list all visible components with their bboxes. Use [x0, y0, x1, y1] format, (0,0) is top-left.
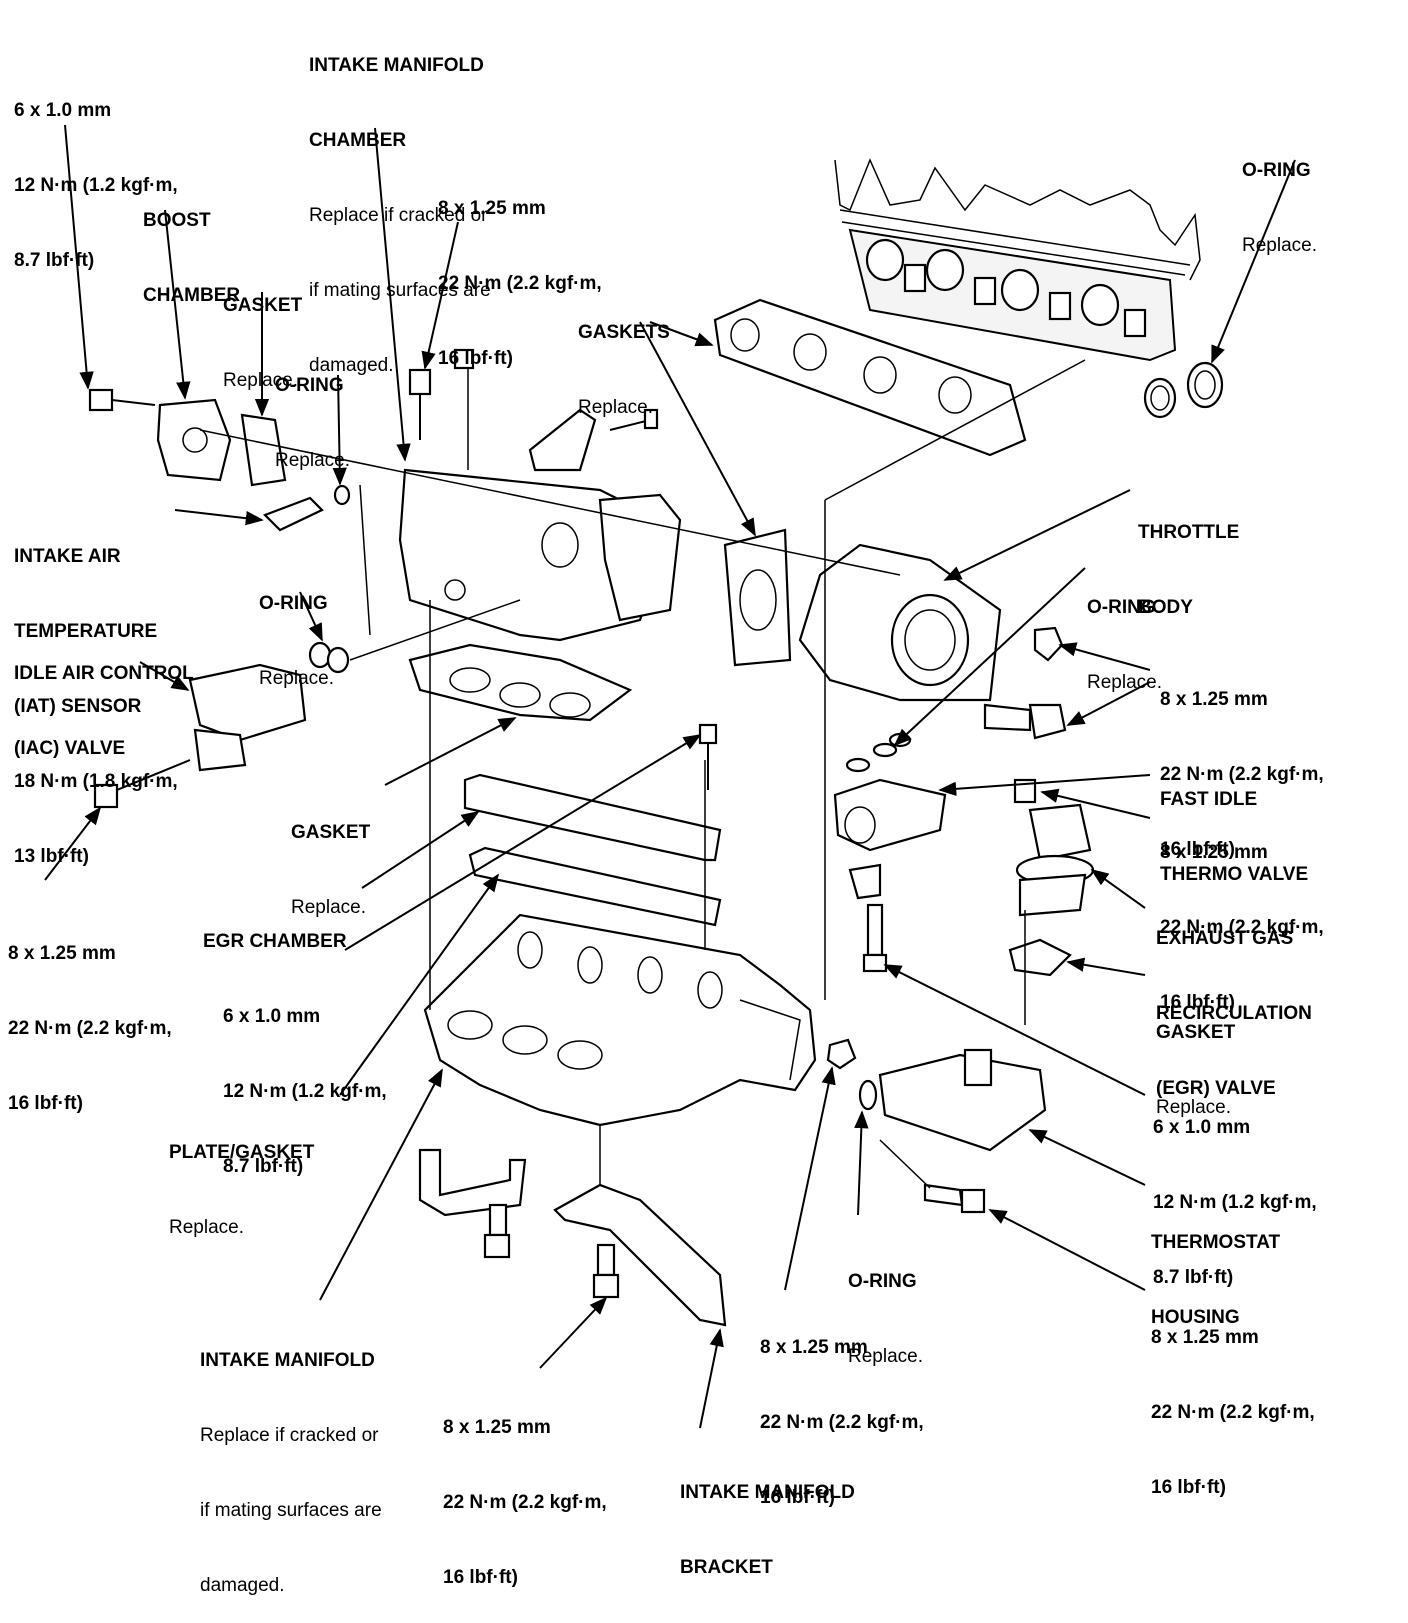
- boost-chamber-artwork: [88, 388, 287, 487]
- label-thermostat-housing: THERMOSTAT HOUSING: [1151, 1232, 1281, 1328]
- label-fast-idle-thermo-valve: FAST IDLE THERMO VALVE: [1160, 789, 1309, 885]
- bolt-spec-bottom-left: 8 x 1.25 mm 22 N·m (2.2 kgf·m, 16 lbf·ft…: [443, 1417, 607, 1588]
- o-ring-right-artwork: [1143, 361, 1224, 419]
- thermostat-housing-artwork: [826, 1038, 1047, 1214]
- bolt-spec-right-mid: 6 x 1.0 mm 12 N·m (1.2 kgf·m, 8.7 lbf·ft…: [1153, 1117, 1317, 1288]
- egr-valve-artwork: [1008, 778, 1095, 977]
- exploded-parts-diagram: 6 x 1.0 mm 12 N·m (1.2 kgf·m, 8.7 lbf·ft…: [8, 55, 1324, 1596]
- label-intake-manifold: INTAKE MANIFOLD Replace if cracked or if…: [200, 1350, 382, 1596]
- leader-arrows: [44, 124, 1296, 1429]
- cylinder-head: [834, 158, 1201, 362]
- gasket-middle-artwork: [408, 643, 633, 722]
- label-intake-manifold-bracket: INTAKE MANIFOLD BRACKET: [680, 1482, 855, 1578]
- label-o-ring-throttle: O-RING Replace.: [1087, 597, 1162, 693]
- diagram-artwork: [44, 124, 1296, 1429]
- intake-manifold-artwork: [423, 913, 817, 1127]
- bolt-spec-bottom-mid: 8 x 1.25 mm 22 N·m (2.2 kgf·m, 16 lbf·ft…: [760, 1337, 924, 1508]
- label-gasket-top: GASKET Replace.: [223, 295, 303, 391]
- label-gasket-egr: GASKET Replace.: [1156, 1022, 1236, 1118]
- bolt-spec-boost: 6 x 1.0 mm 12 N·m (1.2 kgf·m, 8.7 lbf·ft…: [14, 100, 178, 271]
- fast-idle-valve-artwork: [833, 732, 947, 973]
- gaskets-artwork: [713, 298, 1027, 667]
- label-gaskets: GASKETS Replace.: [578, 322, 670, 418]
- label-o-ring-iac: O-RING Replace.: [259, 593, 334, 689]
- label-o-ring-bottom: O-RING Replace.: [848, 1271, 923, 1367]
- brackets-artwork: [418, 1148, 727, 1327]
- label-gasket-middle: GASKET Replace.: [291, 822, 371, 918]
- throttle-body-artwork: [798, 543, 1067, 740]
- bolt-spec-left: 8 x 1.25 mm 22 N·m (2.2 kgf·m, 16 lbf·ft…: [8, 943, 172, 1114]
- label-iat-sensor: INTAKE AIR TEMPERATURE (IAT) SENSOR 18 N…: [14, 546, 178, 867]
- label-plate-gasket: PLATE/GASKET Replace.: [169, 1142, 315, 1238]
- label-boost-chamber: BOOST CHAMBER: [143, 210, 241, 306]
- bolt-spec-egr-valve: 8 x 1.25 mm 22 N·m (2.2 kgf·m, 16 lbf·ft…: [1160, 842, 1324, 1013]
- label-throttle-body: THROTTLE BODY: [1138, 522, 1240, 618]
- label-o-ring-right-top: O-RING Replace.: [1242, 160, 1317, 256]
- alignment-lines: [199, 359, 1086, 1189]
- egr-chamber-artwork: [463, 723, 722, 927]
- bolt-spec-throttle: 8 x 1.25 mm 22 N·m (2.2 kgf·m, 16 lbf·ft…: [1160, 689, 1324, 860]
- label-o-ring-top: O-RING Replace.: [275, 375, 350, 471]
- label-egr-chamber: EGR CHAMBER: [203, 931, 347, 952]
- label-intake-manifold-chamber: INTAKE MANIFOLD CHAMBER Replace if crack…: [309, 55, 491, 376]
- label-iac-valve: IDLE AIR CONTROL (IAC) VALVE: [14, 663, 194, 759]
- iat-iac-artwork: [93, 484, 351, 809]
- bolt-spec-top-center: 8 x 1.25 mm 22 N·m (2.2 kgf·m, 16 lbf·ft…: [438, 198, 602, 369]
- bolt-spec-thermostat: 8 x 1.25 mm 22 N·m (2.2 kgf·m, 16 lbf·ft…: [1151, 1327, 1315, 1498]
- label-egr-valve: EXHAUST GAS RECIRCULATION (EGR) VALVE: [1156, 928, 1312, 1099]
- bolt-spec-egr-chamber: 6 x 1.0 mm 12 N·m (1.2 kgf·m, 8.7 lbf·ft…: [223, 1006, 387, 1177]
